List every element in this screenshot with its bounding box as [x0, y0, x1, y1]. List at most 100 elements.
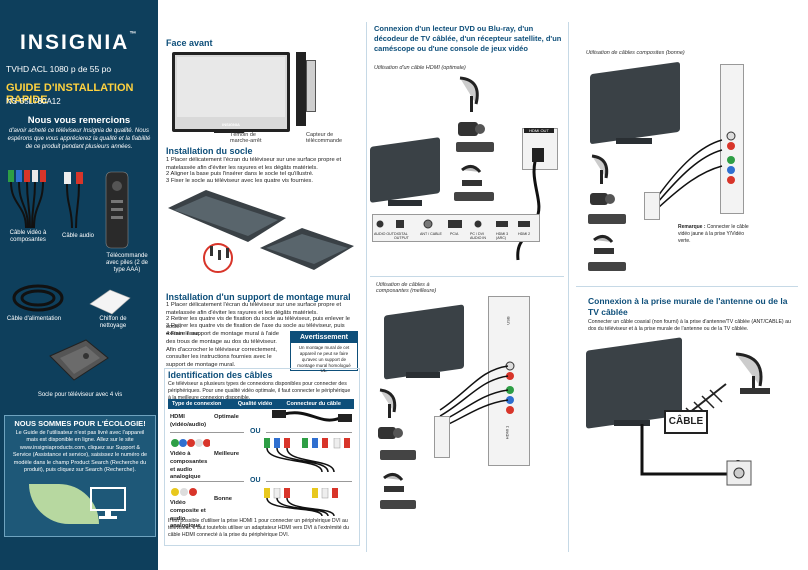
port-label-pc-dvi: PC / DVI AUDIO IN — [470, 232, 486, 240]
eco-title: NOUS SOMMES POUR L'ÉCOLOGIE! — [14, 419, 146, 428]
accessory-label-remote: Télécommande avec piles (2 de type AAA) — [105, 253, 149, 274]
warning-box: Avertissement Un montage mural de cet ap… — [290, 331, 358, 373]
composite-note: Remarque : Connecter le câble vidéo jaun… — [678, 224, 756, 244]
wall-step-1: 1 Placer délicatement l'écran du télévis… — [166, 302, 342, 316]
stand-step-3: 3 Fixer le socle au téléviseur avec les … — [166, 178, 313, 184]
row-hdmi-quality: Optimale — [214, 414, 239, 420]
tv-stand-image — [49, 339, 109, 381]
composite-usage-caption: Utilisation de câbles composites (bonne) — [586, 50, 685, 56]
wall-step-2: 2 Retirer les quatre vis de fixation du … — [166, 316, 350, 330]
divider-right — [568, 22, 569, 552]
row-hdmi-type: HDMI (vidéo/audio) — [170, 414, 207, 428]
or-label-2: OU — [250, 477, 261, 484]
accessory-label-component: Câble vidéo à composantes — [9, 230, 47, 244]
device-composite-jacks — [644, 192, 660, 220]
usb-port-label: USB — [505, 316, 511, 325]
or-line-2 — [170, 481, 244, 482]
stand-title: Installation du socle — [166, 146, 253, 156]
accessory-label-cloth: Chiffon de nettoyage — [99, 316, 127, 330]
computer-screen-icon — [90, 487, 126, 519]
satellite-dish-icon-3 — [591, 154, 609, 184]
eco-notice: NOUS SOMMES POUR L'ÉCOLOGIE! Le Guide de… — [4, 415, 156, 537]
thanks-text: d'avoir acheté ce téléviseur Insignia de… — [7, 128, 151, 150]
cable-label-box: CÂBLE — [664, 410, 708, 434]
dvd-connection-title: Connexion d'un lecteur DVD ou Blu-ray, d… — [374, 24, 562, 53]
satellite-dish-icon-2 — [379, 388, 397, 418]
wall-step-4: 4 Fixer le support de montage mural à l'… — [166, 331, 279, 369]
thanks-title: Nous vous remercions — [27, 115, 131, 126]
audio-cable-image — [64, 172, 83, 229]
front-title: Face avant — [166, 38, 213, 48]
cable-box-icon-2 — [380, 500, 416, 509]
remote-sensor-label: Capteur de télécommande — [306, 132, 343, 144]
port-label-hdmi-2: HDMI 2 — [518, 232, 531, 236]
or-line-2b — [266, 481, 352, 482]
warning-title: Avertissement — [291, 332, 357, 343]
tv-front-image: INSIGNIA — [172, 52, 290, 132]
component-jacks-panel — [505, 361, 515, 414]
composite-jacks-panel — [726, 131, 736, 184]
cable-table-header: Type de connexion Qualité vidéo Connecte… — [168, 399, 354, 409]
cable-box-icon — [454, 192, 494, 201]
component-cable-path — [439, 365, 509, 429]
product-description: TVHD ACL 1080 p de 55 po — [6, 64, 112, 74]
tv-back-view-composite — [590, 61, 680, 145]
game-console-icon-2 — [383, 473, 404, 492]
wall-mount-title: Installation d'un support de montage mur… — [166, 292, 351, 302]
dvd-player-icon-3 — [588, 214, 626, 224]
model-number: NS-55L780A12 — [6, 97, 61, 106]
power-indicator-label: Témoin de marche-arrêt — [230, 132, 262, 144]
port-label-ant-cable: ANT / CABLE — [420, 232, 442, 236]
guide-title: GUIDE D'INSTALLATION RAPIDE — [6, 82, 134, 106]
composite-note-label: Remarque : — [678, 224, 706, 230]
composite-cable-path — [657, 139, 723, 209]
cable-box-icon-3 — [588, 262, 626, 271]
cable-id-title: Identification des câbles — [168, 370, 273, 380]
cable-id-panel — [164, 368, 360, 546]
stand-assembly-illustration — [168, 190, 354, 273]
port-label-hdmi-3: HDMI 3 (ARC) — [496, 232, 509, 240]
row-component-type: Vidéo à composantes et audio analogique — [170, 451, 208, 481]
tv-back-stand-antenna — [614, 420, 650, 426]
tv-component-panel — [488, 296, 530, 466]
dvd-player-icon-2 — [380, 450, 416, 460]
warning-text: Un montage mural de cet appareil ne peut… — [297, 345, 351, 374]
tv-back-stand-component — [406, 372, 440, 378]
power-cord-image — [12, 284, 64, 312]
hdmi-out-label: HDMI OUT — [524, 128, 554, 133]
tv-front-base — [214, 129, 244, 133]
tv-side-view — [296, 52, 306, 126]
cleaning-cloth-image — [89, 289, 131, 315]
row-component-quality: Meilleure — [214, 451, 240, 457]
composite-note-text: Connecter le câble vidéo jaune à la pris… — [678, 224, 749, 244]
col-cable-connector: Connecteur du câble — [282, 399, 354, 409]
accessory-label-stand: Socle pour téléviseur avec 4 vis — [37, 392, 123, 398]
divider-middle-right — [366, 22, 367, 552]
eco-text: Le Guide de l'utilisateur n'est pas livr… — [12, 430, 148, 474]
hdmi-cable-path — [516, 148, 544, 261]
antenna-title: Connexion à la prise murale de l'antenne… — [588, 296, 788, 318]
or-line-1 — [170, 432, 244, 433]
divider-component — [370, 276, 564, 277]
divider-antenna — [576, 286, 798, 287]
wall-outlet-icon — [726, 460, 752, 486]
wall-step-3: 3 Retirer les quatre vis de fixation de … — [166, 323, 345, 337]
tv-front-brand: INSIGNIA — [222, 122, 240, 127]
tv-side-panel — [306, 60, 316, 112]
dvi-note: Il est possible d'utiliser la prise HDMI… — [168, 518, 349, 539]
game-console-icon-3 — [593, 235, 614, 254]
component-cable-set-image — [264, 438, 350, 473]
hdmi-usage-caption: Utilisation d'un câble HDMI (optimale) — [374, 65, 466, 71]
tv-back-stand-hdmi — [388, 200, 422, 206]
row-composite-type: Vidéo composite et audio analogique — [170, 500, 206, 530]
remote-control-image — [105, 171, 129, 249]
cable-id-intro: Ce téléviseur a plusieurs types de conne… — [168, 381, 351, 401]
tv-front-screen — [177, 57, 285, 117]
stand-step-1: 1 Placer délicatement l'écran du télévis… — [166, 157, 342, 171]
dvd-player-icon — [456, 142, 494, 152]
port-label-audio-out: AUDIO OUT — [374, 232, 394, 236]
port-row-icons — [376, 219, 530, 229]
composite-jacks-icon — [171, 488, 197, 496]
row-composite-quality: Bonne — [214, 496, 233, 502]
